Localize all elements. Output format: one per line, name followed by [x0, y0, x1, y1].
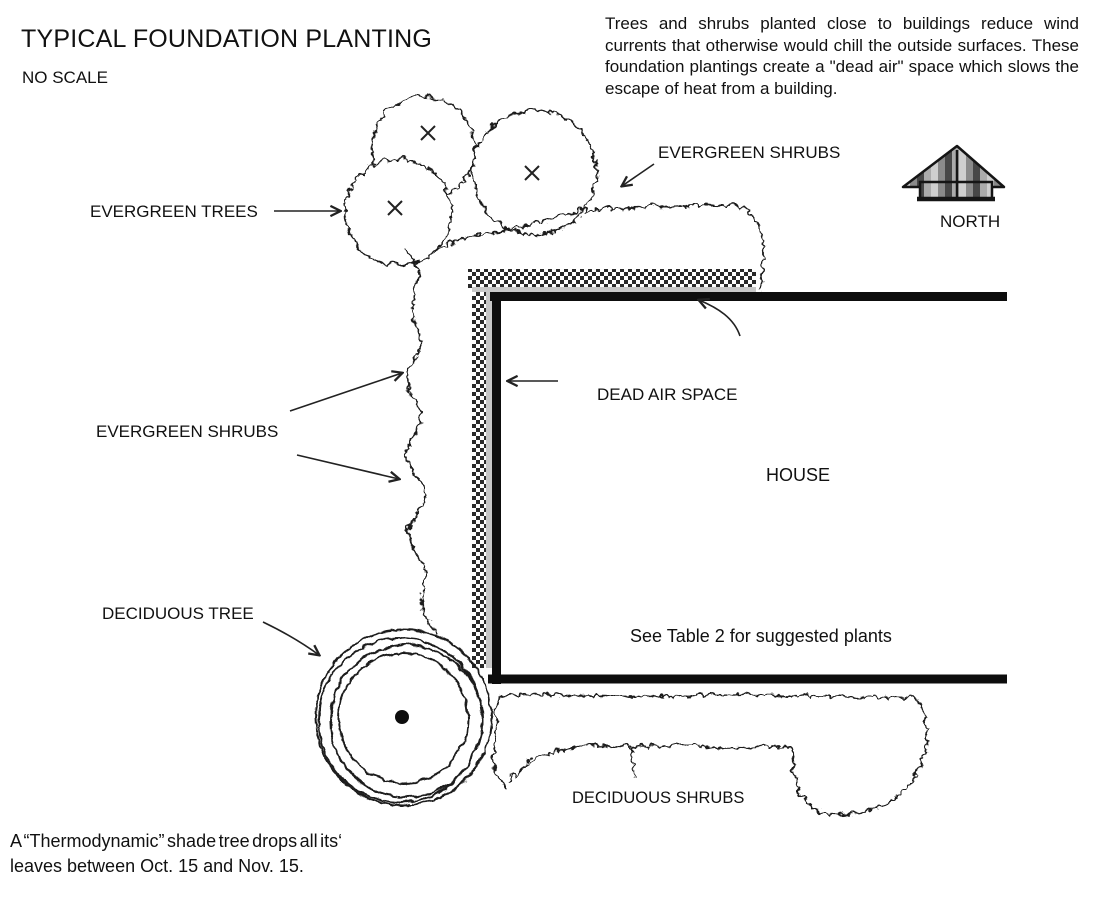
evergreen-shrub-row-left: [403, 247, 437, 633]
footnote-line-2: leaves between Oct. 15 and Nov. 15.: [10, 856, 304, 876]
evergreen-shrub-row-top: [427, 202, 763, 291]
label-table-note: See Table 2 for suggested plants: [630, 626, 892, 646]
house-outline: [488, 292, 1007, 684]
label-house: HOUSE: [766, 465, 831, 485]
label-deciduous-shrubs: DECIDUOUS SHRUBS: [572, 789, 745, 807]
dead-air-space-leader: [699, 300, 741, 337]
dead-air-hatch: [468, 269, 756, 668]
scale-note: NO SCALE: [22, 68, 108, 87]
deciduous-tree-drawing: [313, 627, 491, 805]
evergreen-trees-drawing: [342, 93, 595, 264]
leader-arrows: [262, 163, 741, 655]
label-evergreen-trees: EVERGREEN TREES: [90, 202, 258, 221]
deciduous-shrubs-drawing: [490, 691, 926, 814]
evergreen-shrubs-left-arrow-lower: [296, 454, 399, 479]
page-title: TYPICAL FOUNDATION PLANTING: [21, 25, 433, 53]
label-evergreen-shrubs-top: EVERGREEN SHRUBS: [658, 143, 841, 162]
label-evergreen-shrubs-left: EVERGREEN SHRUBS: [96, 422, 279, 441]
label-deciduous-tree: DECIDUOUS TREE: [102, 604, 254, 623]
deciduous-tree-trunk-dot: [395, 710, 409, 724]
label-dead-air-space: DEAD AIR SPACE: [597, 385, 738, 404]
label-north: NORTH: [940, 212, 1001, 231]
footnote: A “Thermodynamic” shade tree drops all i…: [10, 829, 342, 879]
deciduous-tree-arrow: [262, 621, 319, 655]
evergreen-tree-center-marks: [387, 125, 540, 216]
evergreen-shrubs-top-arrow: [622, 163, 655, 186]
intro-paragraph: Trees and shrubs planted close to buildi…: [605, 14, 1079, 98]
north-arrow-icon: [901, 144, 1006, 202]
footnote-line-1: A “Thermodynamic” shade tree drops all i…: [10, 831, 343, 851]
evergreen-shrubs-left-arrow-upper: [289, 373, 402, 412]
